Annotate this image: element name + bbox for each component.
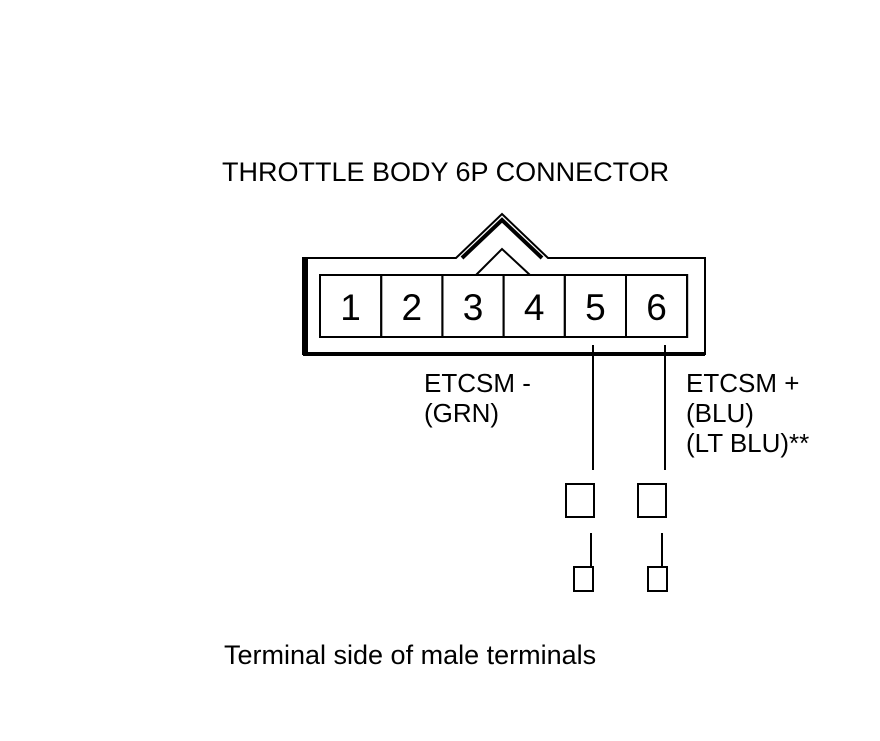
terminal-pin6-lower [647,566,668,592]
lock-tab [475,247,531,276]
pin-number-6: 6 [646,287,667,328]
wire-label-line: (LT BLU)** [686,428,810,458]
wire-label-line: ETCSM + [686,368,800,398]
wire-label-line: ETCSM - [424,368,531,398]
pin-number-5: 5 [585,287,606,328]
pin-number-2: 2 [402,287,423,328]
terminal-pin5-upper [565,483,595,518]
diagram-caption: Terminal side of male terminals [224,640,597,670]
pin-number-1: 1 [340,287,361,328]
connector-housing-shadow [304,217,544,354]
terminal-pin5-lower [573,566,594,592]
connector-title: THROTTLE BODY 6P CONNECTOR [222,157,670,187]
terminal-pin6-upper [637,483,667,518]
wire-label-line: (GRN) [424,398,500,428]
pin-number-4: 4 [524,287,545,328]
pin-number-3: 3 [463,287,484,328]
wire-label-etcsm-plus: ETCSM + (BLU) (LT BLU)** [686,368,809,458]
pin-cell-6 [625,274,689,338]
wire-label-line: (BLU) [686,398,754,428]
wire-label-etcsm-minus: ETCSM - (GRN) [424,368,531,428]
